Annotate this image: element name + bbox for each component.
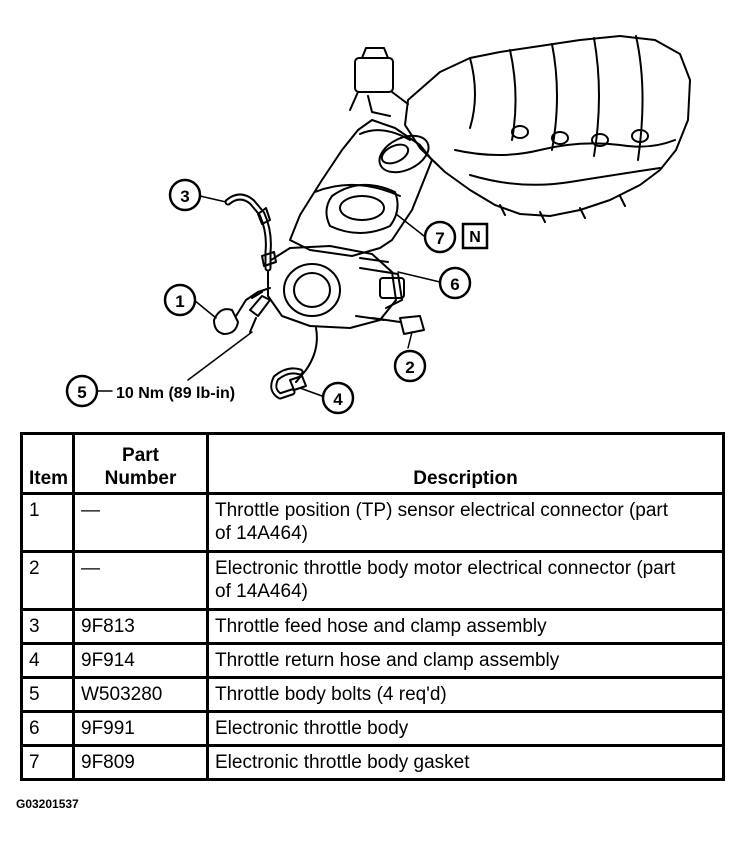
header-description: Description [206, 432, 725, 495]
description-line2: of 14A464) [215, 581, 308, 602]
cell-item: 2 [20, 550, 75, 611]
torque-note: 10 Nm (89 lb-in) [116, 385, 235, 402]
table-row: 7 9F809 Electronic throttle body gasket [20, 744, 725, 781]
callout-6-label: 6 [450, 275, 459, 294]
electronic-throttle-body [267, 245, 405, 329]
cell-description: Electronic throttle body [206, 710, 725, 747]
throttle-return-hose [270, 327, 318, 400]
cell-part-number: — [72, 550, 209, 611]
throttle-body-bolt [249, 295, 271, 333]
table-row: 4 9F914 Throttle return hose and clamp a… [20, 642, 725, 679]
intake-neck [289, 119, 433, 257]
callout-7-label: 7 [435, 229, 444, 248]
cell-description: Throttle feed hose and clamp assembly [206, 608, 725, 645]
table-row: 5 W503280 Throttle body bolts (4 req'd) [20, 676, 725, 713]
table-row: 3 9F813 Throttle feed hose and clamp ass… [20, 608, 725, 645]
new-part-marker: N [461, 222, 489, 250]
cell-item: 6 [20, 710, 75, 747]
cell-part-number: — [72, 492, 209, 553]
cell-part-number: 9F809 [72, 744, 209, 781]
callout-1: 1 [163, 283, 197, 317]
cell-item: 7 [20, 744, 75, 781]
cell-description: Throttle position (TP) sensor electrical… [206, 492, 725, 553]
throttle-body-exploded-diagram: 3 1 2 4 5 6 7 N 10 Nm (89 lb-in) [65, 35, 691, 415]
table-row: 1 — Throttle position (TP) sensor electr… [20, 492, 725, 553]
tp-sensor-connector [213, 287, 271, 335]
cell-part-number: 9F991 [72, 710, 209, 747]
header-part-number-line2: Number [104, 468, 177, 489]
description-line1: Throttle position (TP) sensor electrical… [215, 500, 669, 521]
cell-description: Throttle body bolts (4 req'd) [206, 676, 725, 713]
callout-1-label: 1 [175, 292, 184, 311]
cell-description: Electronic throttle body gasket [206, 744, 725, 781]
manifold-sensor [349, 47, 409, 117]
callout-4: 4 [321, 381, 355, 415]
cell-item: 5 [20, 676, 75, 713]
cell-part-number: W503280 [72, 676, 209, 713]
table-row: 2 — Electronic throttle body motor elect… [20, 550, 725, 611]
throttle-body-gasket [325, 183, 399, 234]
intake-manifold [404, 35, 691, 223]
cell-part-number: 9F914 [72, 642, 209, 679]
figure-code: G03201537 [16, 797, 79, 811]
cell-item: 1 [20, 492, 75, 553]
cell-description: Electronic throttle body motor electrica… [206, 550, 725, 611]
header-item: Item [20, 432, 75, 495]
callout-4-label: 4 [333, 390, 343, 409]
callout-5: 5 [65, 374, 99, 408]
table-header-row: Item Part Number Description [20, 432, 725, 495]
throttle-feed-hose [224, 193, 277, 272]
new-part-marker-label: N [469, 229, 481, 246]
callout-leaders [97, 195, 441, 397]
cell-part-number: 9F813 [72, 608, 209, 645]
table-row: 6 9F991 Electronic throttle body [20, 710, 725, 747]
callout-3: 3 [168, 178, 202, 212]
callout-5-label: 5 [77, 383, 86, 402]
description-line1: Electronic throttle body motor electrica… [215, 558, 676, 579]
header-part-number: Part Number [72, 432, 209, 495]
callout-2-label: 2 [405, 358, 414, 377]
callout-6: 6 [438, 266, 472, 300]
cell-description: Throttle return hose and clamp assembly [206, 642, 725, 679]
callout-2: 2 [393, 349, 427, 383]
motor-connector [371, 315, 425, 335]
callout-7: 7 [423, 220, 457, 254]
description-line2: of 14A464) [215, 523, 308, 544]
cell-item: 4 [20, 642, 75, 679]
cell-item: 3 [20, 608, 75, 645]
callout-3-label: 3 [180, 187, 189, 206]
parts-table: Item Part Number Description 1 — Throttl… [20, 432, 725, 781]
header-part-number-line1: Part [122, 445, 159, 466]
